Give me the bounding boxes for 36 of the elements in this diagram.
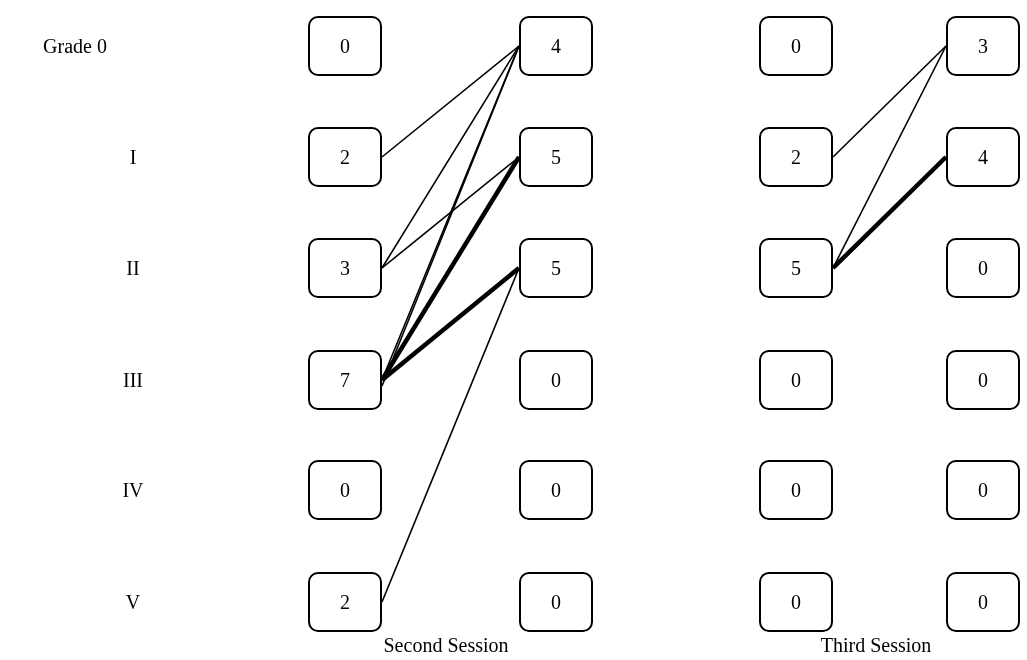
column-caption: Third Session [820,633,932,657]
count-box: 0 [946,350,1020,410]
count-box: 2 [308,127,382,187]
count-box: 0 [946,460,1020,520]
row-label: IV [122,478,144,502]
count-box: 0 [759,16,833,76]
connector-line [380,266,521,382]
count-box: 0 [759,572,833,632]
count-box: 5 [759,238,833,298]
count-box: 3 [946,16,1020,76]
row-label: Grade 0 [43,34,107,58]
column-caption: Second Session [383,633,509,657]
count-box: 5 [519,238,593,298]
count-box: 0 [519,460,593,520]
row-label: II [126,256,140,280]
connector-line [832,45,947,158]
connector-line [831,155,948,270]
count-box: 0 [946,238,1020,298]
row-label: III [123,368,143,392]
count-box: 0 [759,350,833,410]
count-box: 0 [759,460,833,520]
count-box: 0 [308,460,382,520]
row-label: I [129,145,137,169]
count-box: 0 [519,350,593,410]
count-box: 0 [519,572,593,632]
connector-line [381,45,520,158]
count-box: 2 [759,127,833,187]
count-box: 4 [946,127,1020,187]
count-box: 2 [308,572,382,632]
count-box: 7 [308,350,382,410]
count-box: 0 [308,16,382,76]
row-label: V [125,590,141,614]
count-box: 3 [308,238,382,298]
count-box: 0 [946,572,1020,632]
count-box: 5 [519,127,593,187]
count-box: 4 [519,16,593,76]
